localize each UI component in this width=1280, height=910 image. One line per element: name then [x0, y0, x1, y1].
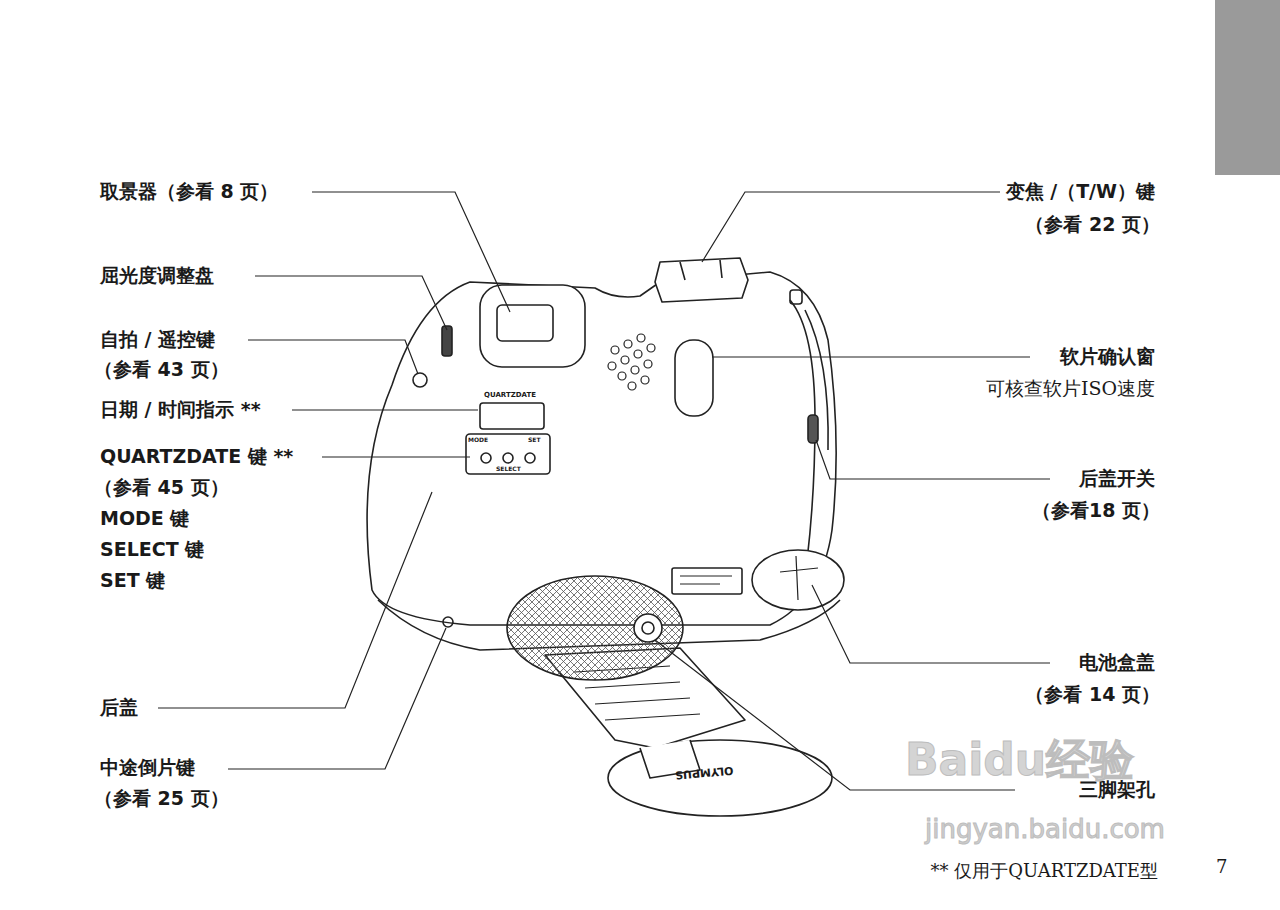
part-label: 变焦 /（T/W）键: [1006, 180, 1155, 203]
page-reference: （参看18 页）: [1032, 499, 1160, 522]
page-reference: （参看 45 页）: [94, 476, 229, 499]
part-note: 可核查软片ISO速度: [986, 377, 1155, 400]
part-label: SET 键: [100, 569, 165, 592]
part-label: 中途倒片键: [100, 756, 195, 779]
part-label: 后盖: [100, 696, 138, 719]
watermark: jingyan.baidu.com: [925, 814, 1165, 845]
camera-marking: SELECT: [496, 465, 521, 472]
leader-lines: [158, 192, 1050, 790]
part-label: 日期 / 时间指示 **: [100, 398, 261, 421]
camera-marking: MODE: [468, 436, 488, 443]
part-label: 自拍 / 遥控键: [100, 328, 215, 351]
part-label: 软片确认窗: [1060, 345, 1155, 368]
watermark: Baidu经验: [905, 734, 1134, 787]
part-label: 取景器（参看 8 页）: [100, 180, 278, 203]
camera-marking: QUARTZDATE: [484, 391, 536, 399]
page-reference: （参看 22 页）: [1025, 213, 1160, 236]
part-label: QUARTZDATE 键 **: [100, 445, 293, 468]
part-label: 屈光度调整盘: [100, 264, 214, 287]
camera-marking: SET: [528, 436, 541, 443]
part-label: 后盖开关: [1079, 467, 1155, 490]
part-label: MODE 键: [100, 507, 189, 530]
page-reference: （参看 25 页）: [94, 787, 229, 810]
part-label: 电池盒盖: [1079, 651, 1155, 674]
page-reference: （参看 43 页）: [94, 358, 229, 381]
page-reference: （参看 14 页）: [1025, 683, 1160, 706]
part-label: SELECT 键: [100, 538, 204, 561]
page-number: 7: [1216, 856, 1227, 878]
page-tab: [1215, 0, 1280, 175]
footnote: ** 仅用于QUARTZDATE型: [931, 860, 1158, 882]
